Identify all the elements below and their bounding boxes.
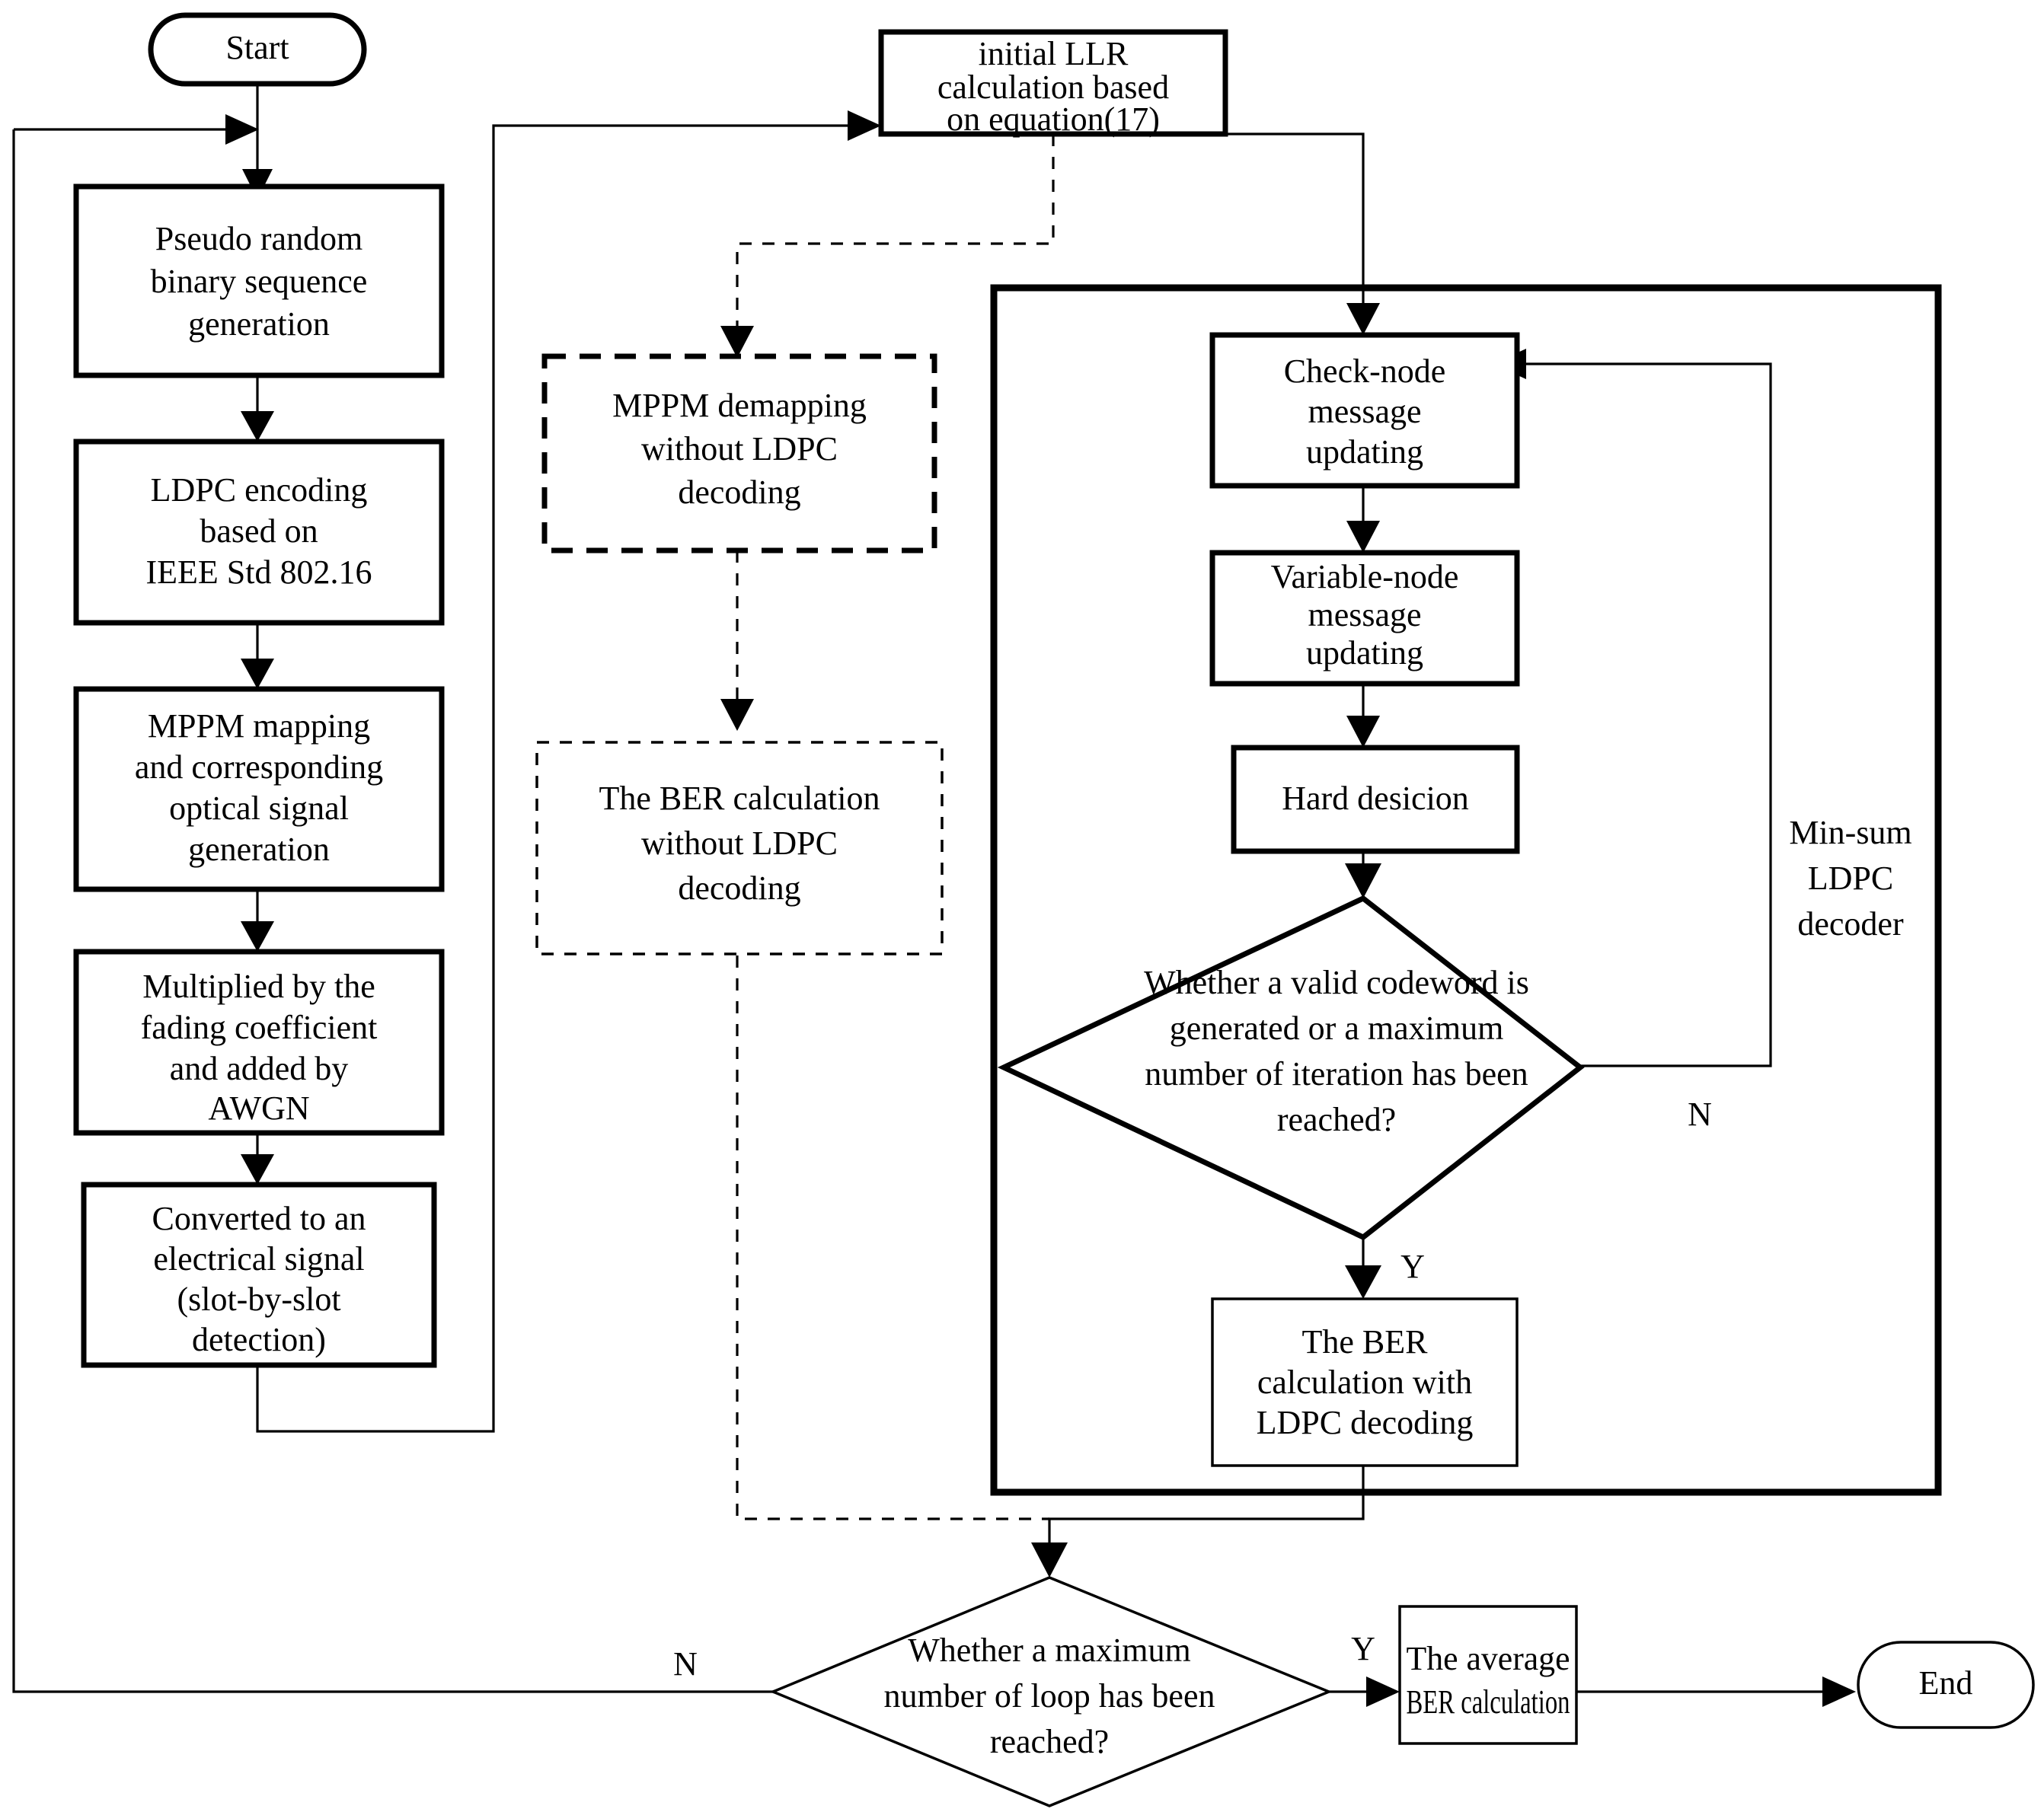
codeword-decision-line-2: generated or a maximum <box>1170 1010 1504 1047</box>
connector-ber-no-ldpc-to-loop-decision <box>736 955 1049 1520</box>
connector-loopback-into-prbs <box>14 114 259 145</box>
prbs-line-1: Pseudo random <box>155 220 363 257</box>
codeword-decision-line-4: reached? <box>1277 1101 1396 1138</box>
process-initial-llr-calculation[interactable]: initial LLR calculation based on equatio… <box>878 29 1228 138</box>
loop-decision-yes-label: Y <box>1351 1630 1375 1667</box>
process-ber-calculation-with-ldpc[interactable]: The BER calculation with LDPC decoding <box>1211 1297 1519 1467</box>
connector-check-node-to-variable-node <box>1346 486 1380 553</box>
connector-llr-to-mppm-demapping <box>720 134 1055 358</box>
ldpc-encoding-line-2: based on <box>200 512 318 550</box>
process-ber-calculation-without-ldpc[interactable]: The BER calculation without LDPC decodin… <box>535 741 944 955</box>
process-ldpc-encoding[interactable]: LDPC encoding based on IEEE Std 802.16 <box>73 439 445 626</box>
process-variable-node-message-updating[interactable]: Variable-node message updating <box>1209 550 1520 687</box>
mppm-demapping-line-3: decoding <box>678 474 800 511</box>
llr-line-1: initial LLR <box>979 35 1129 72</box>
check-node-line-1: Check-node <box>1284 353 1446 390</box>
connector-codeword-decision-no-to-check-node <box>1493 349 1772 1067</box>
loop-decision-line-2: number of loop has been <box>884 1677 1215 1715</box>
connector-loop-decision-no-to-start <box>12 129 773 1693</box>
mppm-mapping-line-3: optical signal <box>169 790 349 827</box>
process-mppm-demapping-without-ldpc[interactable]: MPPM demapping without LDPC decoding <box>541 353 937 553</box>
process-optical-to-electrical-detection[interactable]: Converted to an electrical signal (slot-… <box>81 1182 437 1368</box>
average-ber-line-1: The average <box>1407 1640 1570 1677</box>
ldpc-encoding-line-3: IEEE Std 802.16 <box>146 553 372 591</box>
llr-line-2: calculation based <box>937 69 1169 106</box>
connector-codeword-decision-yes-to-ber-with-ldpc <box>1345 1237 1381 1299</box>
ber-with-ldpc-line-2: calculation with <box>1257 1364 1472 1401</box>
min-sum-ldpc-decoder-container <box>990 284 1942 1496</box>
prbs-line-3: generation <box>188 305 330 343</box>
loop-decision-line-1: Whether a maximum <box>908 1632 1190 1669</box>
ber-with-ldpc-line-3: LDPC decoding <box>1257 1404 1474 1441</box>
ber-no-ldpc-line-3: decoding <box>678 869 800 907</box>
mppm-mapping-line-2: and corresponding <box>135 748 383 786</box>
connector-prbs-to-ldpc-encoding <box>241 375 274 442</box>
connector-mppm-demapping-to-ber-no-ldpc <box>720 550 754 731</box>
min-sum-ldpc-decoder-label: Min-sum LDPC decoder <box>1789 814 1911 943</box>
mppm-demapping-line-1: MPPM demapping <box>612 387 867 424</box>
llr-line-3: on equation(17) <box>947 100 1160 138</box>
decoder-label-line-1: Min-sum <box>1789 814 1911 851</box>
channel-line-3: and added by <box>170 1050 349 1087</box>
process-hard-decision[interactable]: Hard desicion <box>1231 745 1520 854</box>
ber-with-ldpc-line-1: The BER <box>1302 1323 1429 1361</box>
connector-channel-to-detection <box>241 1133 274 1185</box>
connector-loop-decision-yes-to-average-ber <box>1329 1676 1400 1707</box>
variable-node-line-3: updating <box>1306 634 1423 672</box>
mppm-mapping-line-4: generation <box>188 831 330 868</box>
decision-max-number-of-loop[interactable]: Whether a maximum number of loop has bee… <box>769 1576 1333 1807</box>
variable-node-line-2: message <box>1308 596 1421 633</box>
check-node-line-2: message <box>1308 393 1421 430</box>
decoder-label-line-3: decoder <box>1797 905 1904 943</box>
start-terminal[interactable]: Start <box>148 12 367 87</box>
connector-ldpc-encoding-to-mppm-mapping <box>241 623 274 689</box>
prbs-line-2: binary sequence <box>151 263 368 300</box>
end-terminal-label: End <box>1919 1664 1973 1702</box>
hard-decision-label: Hard desicion <box>1282 780 1469 817</box>
mppm-demapping-line-2: without LDPC <box>641 430 838 467</box>
detection-line-1: Converted to an <box>152 1200 366 1237</box>
codeword-decision-no-label: N <box>1688 1096 1712 1133</box>
decision-valid-codeword-or-max-iterations[interactable]: Whether a valid codeword is generated or… <box>997 895 1585 1241</box>
connector-mppm-mapping-to-channel <box>241 889 274 952</box>
process-pseudo-random-binary-sequence-generation[interactable]: Pseudo random binary sequence generation <box>73 183 445 378</box>
decoder-label-line-2: LDPC <box>1808 860 1893 897</box>
mppm-mapping-line-1: MPPM mapping <box>148 707 370 745</box>
connector-hard-decision-to-codeword-decision <box>1345 851 1381 898</box>
connector-variable-node-to-hard-decision <box>1346 684 1380 748</box>
codeword-decision-yes-label: Y <box>1400 1248 1425 1285</box>
average-ber-line-2: BER calculation <box>1407 1683 1570 1721</box>
detection-line-4: detection) <box>192 1321 326 1358</box>
detection-line-3: (slot-by-slot <box>177 1281 340 1318</box>
connector-average-ber-to-end <box>1569 1676 1856 1707</box>
end-terminal[interactable]: End <box>1857 1641 2035 1729</box>
connector-llr-to-check-node <box>1053 132 1380 335</box>
connector-ber-with-ldpc-to-loop-decision <box>1031 1466 1365 1578</box>
process-fading-and-awgn[interactable]: Multiplied by the fading coefficient and… <box>73 949 445 1136</box>
codeword-decision-line-1: Whether a valid codeword is <box>1144 964 1529 1001</box>
process-average-ber-calculation[interactable]: The average BER calculation <box>1398 1605 1578 1745</box>
connector-detection-to-llr <box>256 110 881 1433</box>
channel-line-4: AWGN <box>208 1089 309 1127</box>
variable-node-line-1: Variable-node <box>1271 558 1459 595</box>
ber-no-ldpc-line-2: without LDPC <box>641 825 838 862</box>
ldpc-encoding-line-1: LDPC encoding <box>151 471 368 509</box>
channel-line-2: fading coefficient <box>141 1009 378 1046</box>
channel-line-1: Multiplied by the <box>142 968 375 1005</box>
connector-start-to-prbs <box>242 80 273 199</box>
detection-line-2: electrical signal <box>153 1240 364 1278</box>
start-terminal-label: Start <box>225 29 289 66</box>
process-mppm-mapping[interactable]: MPPM mapping and corresponding optical s… <box>73 686 445 892</box>
loop-decision-no-label: N <box>673 1645 698 1683</box>
codeword-decision-line-3: number of iteration has been <box>1145 1055 1528 1093</box>
check-node-line-3: updating <box>1306 433 1423 471</box>
loop-decision-line-3: reached? <box>990 1723 1109 1760</box>
process-check-node-message-updating[interactable]: Check-node message updating <box>1209 332 1520 489</box>
ber-no-ldpc-line-1: The BER calculation <box>599 780 880 817</box>
